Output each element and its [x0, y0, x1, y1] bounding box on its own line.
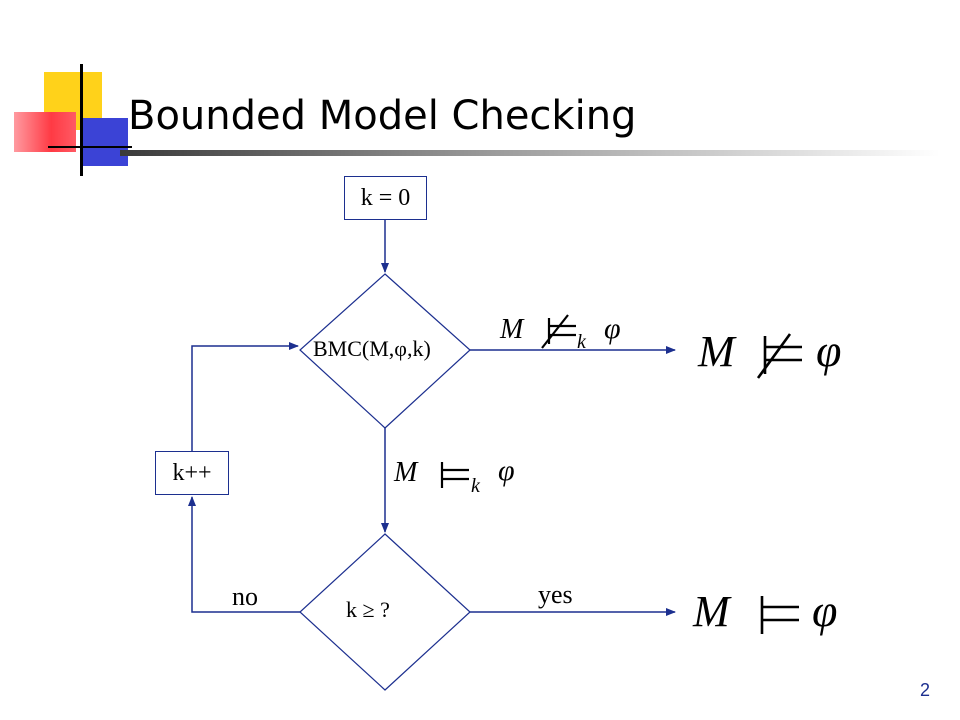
- increment-box-label: k++: [172, 459, 212, 486]
- logo-red-bar: [14, 112, 76, 152]
- edge-not-models-m: M: [500, 314, 524, 345]
- arrow-increment-to-bmc: [191, 342, 299, 451]
- bound-decision-diamond: [299, 533, 471, 691]
- result-holds-m: M: [693, 587, 730, 636]
- models-symbol: [760, 596, 799, 634]
- increment-box: k++: [155, 451, 229, 495]
- bmc-decision-label: BMC(M,φ,k): [313, 336, 431, 361]
- branch-no-label: no: [232, 582, 258, 611]
- result-violated-m: M: [698, 327, 735, 376]
- edge-models-m: M: [394, 457, 418, 488]
- init-box-label: k = 0: [360, 184, 411, 211]
- init-box: k = 0: [344, 176, 427, 220]
- models-k-symbol: [440, 462, 469, 488]
- logo-horizontal-line: [48, 146, 132, 148]
- title-underline: [120, 150, 940, 156]
- bound-decision-label: k ≥ ?: [346, 597, 390, 622]
- slide-number: 2: [919, 680, 930, 700]
- result-holds-phi: φ: [812, 585, 838, 636]
- edge-models-phi: φ: [498, 454, 515, 487]
- slide-title: Bounded Model Checking: [128, 93, 637, 139]
- arrow-bound-no-to-increment: [188, 496, 300, 613]
- not-models-symbol: [756, 333, 802, 379]
- logo-vertical-line: [80, 64, 83, 176]
- edge-models-sub: k: [471, 475, 480, 497]
- branch-yes-label: yes: [538, 580, 573, 609]
- not-models-k-symbol: [541, 314, 576, 349]
- edge-not-models-phi: φ: [604, 312, 621, 345]
- logo-blue-square: [82, 118, 128, 166]
- result-violated-phi: φ: [816, 325, 842, 376]
- edge-not-models-sub: k: [577, 331, 586, 353]
